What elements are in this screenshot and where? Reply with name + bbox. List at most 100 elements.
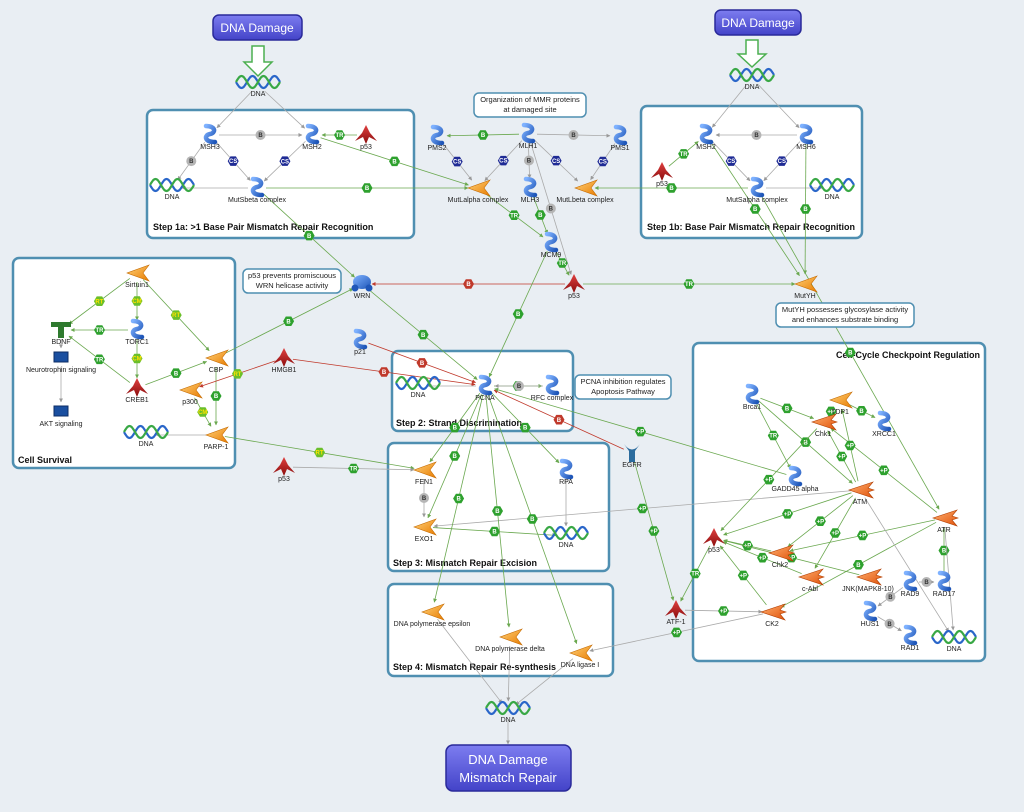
edge [757,84,800,129]
edge-badge: B [545,203,556,214]
node-atf1[interactable]: ATF-1 [665,600,687,626]
node-dna-1a[interactable]: DNA [149,177,195,201]
enz-icon [413,461,437,479]
mismatch-repair-output[interactable]: DNA Damage Mismatch Repair [445,744,572,792]
node-dna-s2[interactable]: DNA [395,375,441,399]
node-parp1[interactable]: PARP-1 [204,426,229,451]
node-rad9[interactable]: RAD9 [901,570,920,598]
node-label: BDNF [51,339,70,346]
edge-badge: CS [227,156,239,166]
node-exo1[interactable]: EXO1 [413,518,437,543]
node-p53-d[interactable]: p53 [273,457,295,483]
dna-damage-trigger-right[interactable]: DNA Damage [714,9,802,36]
node-rfc[interactable]: RFC complex [531,374,574,402]
node-gadd45[interactable]: GADD45 alpha [771,465,819,493]
node-p53-b[interactable]: p53 [651,162,673,188]
node-cbp[interactable]: CBP [205,349,229,374]
node-cabl[interactable]: c-Abl [798,568,825,593]
node-pms1[interactable]: PMS1 [610,124,630,152]
edge-badge: +P [635,426,646,437]
node-wrn[interactable]: WRN [351,275,373,300]
node-label: DNA [251,91,266,98]
edge-badge: TR [348,463,359,474]
node-xrcc1[interactable]: XRCC1 [872,410,896,438]
node-p21[interactable]: p21 [353,328,368,356]
gene-icon [903,570,918,592]
node-polE[interactable]: DNA polymerase epsilon [394,603,471,628]
node-label: PARP-1 [204,444,229,451]
node-rpa[interactable]: RPA [559,458,573,486]
node-fen1[interactable]: FEN1 [413,461,437,486]
callout-mutyh: MutYH possesses glycosylase activity and… [775,302,915,328]
node-jnk[interactable]: JNK(MAPK8-10) [842,568,894,593]
node-mutsbeta[interactable]: MutSbeta complex [228,176,286,204]
node-label: RAD17 [933,591,956,598]
node-label: CK2 [765,621,779,628]
node-atm[interactable]: ATM [848,481,875,506]
node-dna-s3[interactable]: DNA [543,525,589,549]
node-torc1[interactable]: TORC1 [125,318,149,346]
dna-helix-icon [729,67,775,83]
edge-badge: B [512,309,524,319]
node-sirtuin1[interactable]: Sirtuin1 [125,264,150,289]
node-label: CBP [209,367,224,374]
node-mutlbeta[interactable]: MutLbeta complex [556,179,614,204]
node-chk2[interactable]: Chk2 [768,544,795,569]
node-polD[interactable]: DNA polymerase delta [475,628,545,653]
node-mcm9[interactable]: MCM9 [541,231,562,259]
edge-badge: TR [93,354,105,365]
svg-text:B: B [803,440,808,446]
node-p53-a[interactable]: p53 [355,125,377,151]
gene-icon [250,176,265,198]
down-arrow-icon [736,39,768,69]
node-p53-e[interactable]: p53 [703,528,725,554]
node-ck2[interactable]: CK2 [760,603,787,628]
node-dna-tl[interactable]: DNA [235,74,281,98]
node-p53-c[interactable]: p53 [563,274,585,300]
svg-text:+P: +P [880,468,888,474]
node-rad1[interactable]: RAD1 [901,624,920,652]
dna-helix-icon [485,700,531,716]
node-mlh1[interactable]: MLH1 [519,122,538,150]
node-hmgb1[interactable]: HMGB1 [272,348,297,374]
node-bdnf[interactable]: BDNF [51,322,71,346]
node-label: WRN [354,293,371,300]
node-chk1[interactable]: Chk1 [811,413,838,438]
node-neuro[interactable]: Neurotrophin signaling [26,351,96,374]
enz-icon [413,518,437,536]
svg-text:TR: TR [336,133,345,139]
node-msh6[interactable]: MSH6 [796,123,816,151]
node-mutsalpha[interactable]: MutSalpha complex [726,176,788,204]
node-msh3-a[interactable]: MSH3 [200,123,220,151]
node-p300[interactable]: p300 [179,381,203,406]
node-mlh3[interactable]: MLH3 [521,176,540,204]
node-rad17[interactable]: RAD17 [933,570,956,598]
svg-text:at damaged site: at damaged site [503,105,556,114]
node-atr[interactable]: ATR [932,509,959,534]
node-dna-tr[interactable]: DNA [729,67,775,91]
node-egfr[interactable]: EGFR [622,444,642,469]
node-pcna[interactable]: PCNA [475,374,495,402]
node-dna-cs[interactable]: DNA [123,424,169,448]
svg-text:B: B [785,406,790,412]
node-mutyh[interactable]: MutYH [794,275,818,300]
node-dna-cc[interactable]: DNA [931,629,977,653]
node-tdp1[interactable]: TDP1 [829,391,853,416]
node-hus1[interactable]: HUS1 [861,600,880,628]
edge-badge: CS [497,155,509,166]
node-brca1[interactable]: Brca1 [743,383,761,411]
edge-badge: B [255,130,266,140]
svg-text:+P: +P [831,531,839,537]
svg-text:B: B [258,133,263,139]
node-msh2-b[interactable]: MSH2 [696,123,716,151]
node-akt[interactable]: AKT signaling [39,405,83,428]
node-pms2[interactable]: PMS2 [427,124,447,152]
node-msh2-a[interactable]: MSH2 [302,123,322,151]
node-mutlalpha[interactable]: MutLalpha complex [448,179,509,204]
dna-damage-trigger-left[interactable]: DNA Damage [212,14,303,41]
gene-icon [937,570,952,592]
node-lig1[interactable]: DNA ligase I [561,644,600,669]
node-creb1[interactable]: CREB1 [125,378,149,404]
node-dna-1b[interactable]: DNA [809,177,855,201]
wrn-icon [351,275,373,292]
